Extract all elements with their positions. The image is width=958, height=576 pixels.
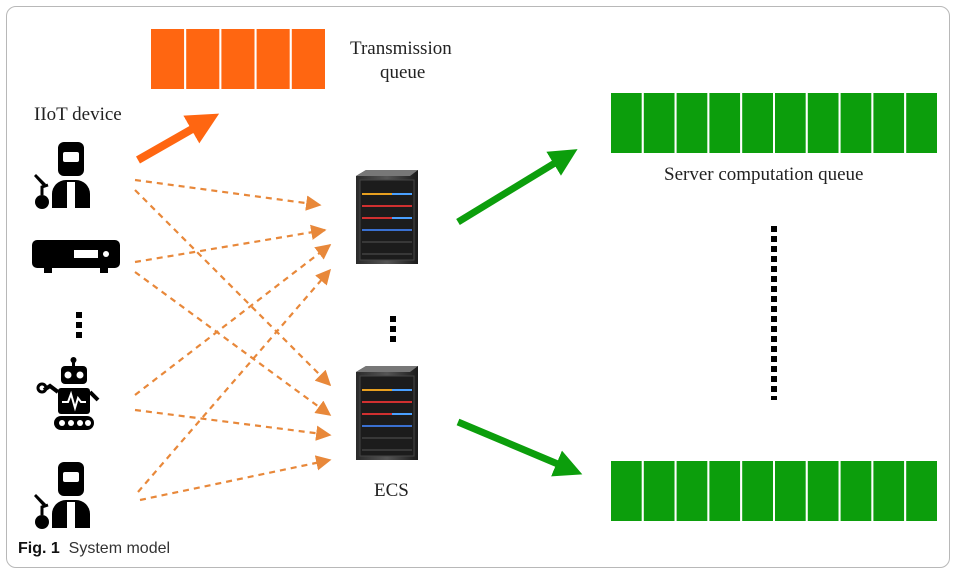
device-ellipsis <box>76 312 82 338</box>
router-box-icon <box>32 240 120 273</box>
queue-slot <box>184 27 222 91</box>
queue-slot <box>219 27 257 91</box>
transmission-queue <box>149 27 327 91</box>
queue-slot <box>838 91 874 155</box>
queue-slot <box>641 459 677 523</box>
figure-caption-text: System model <box>68 540 171 557</box>
figure-caption: Fig. 1 System model <box>18 540 170 558</box>
welder-worker-icon <box>32 140 92 211</box>
server-rack-icon <box>355 169 419 265</box>
queue-slot <box>805 91 841 155</box>
queue-slot <box>773 459 808 523</box>
queue-slot <box>674 91 710 155</box>
arrow-d1-s1 <box>134 178 322 211</box>
compute-arrow-top <box>456 149 578 225</box>
transmission-queue-label-line2: queue <box>380 62 426 83</box>
queue-slot <box>674 459 710 523</box>
arrow-d3-s1 <box>134 244 332 396</box>
figure-number: Fig. 1 <box>18 540 60 557</box>
transmission-arrow <box>136 113 220 164</box>
ecs-label: ECS <box>374 480 409 501</box>
offload-arrows <box>134 178 332 502</box>
robot-icon <box>36 355 100 432</box>
server-computation-queue-top <box>609 91 940 155</box>
queue-slot <box>707 459 743 523</box>
arrow-d3-s2 <box>134 408 332 441</box>
queue-slot <box>641 91 677 155</box>
queue-slot <box>254 27 292 91</box>
queue-slot <box>805 459 841 523</box>
server-ellipsis <box>390 316 396 342</box>
iiot-device-label: IIoT device <box>34 104 122 125</box>
queue-slot <box>149 27 187 91</box>
arrow-d4-s1 <box>137 268 332 493</box>
queue-slot <box>871 459 907 523</box>
queue-slot <box>609 459 644 523</box>
arrow-d1-s2 <box>134 189 332 387</box>
compute-arrow-bottom <box>456 418 583 477</box>
queue-slot <box>707 91 743 155</box>
queue-slot <box>740 91 776 155</box>
queue-slot <box>838 459 874 523</box>
arrow-d4-s2 <box>139 455 332 502</box>
queue-slot <box>904 459 940 523</box>
queue-slot <box>609 91 644 155</box>
server-computation-queue-bottom <box>609 459 940 523</box>
figure-frame <box>6 6 950 568</box>
welder-worker-icon <box>32 460 92 531</box>
queue-slot <box>904 91 940 155</box>
transmission-queue-label-line1: Transmission <box>350 38 452 59</box>
queue-slot <box>871 91 907 155</box>
queue-slot <box>740 459 776 523</box>
queue-slot <box>773 91 808 155</box>
queue-slot <box>289 27 327 91</box>
arrow-d2-s1 <box>134 224 327 264</box>
server-computation-queue-label: Server computation queue <box>664 164 864 185</box>
server-rack-icon <box>355 365 419 461</box>
arrow-d2-s2 <box>134 271 332 416</box>
